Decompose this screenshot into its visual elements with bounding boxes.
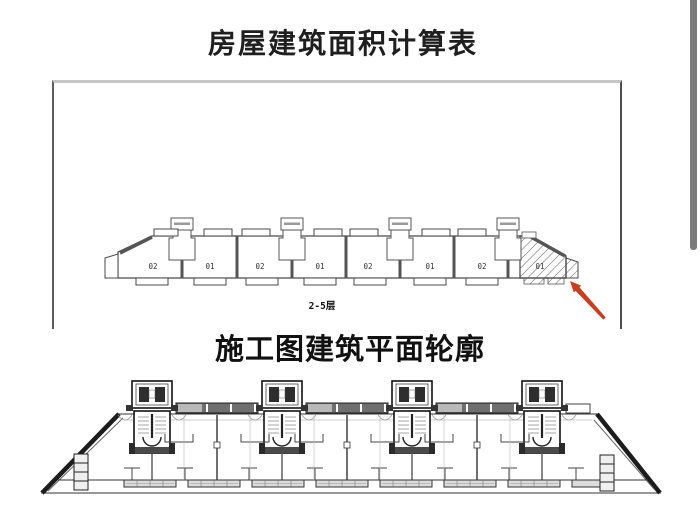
ladder-icon (599, 454, 615, 492)
page-title: 房屋建筑面积计算表 (207, 28, 478, 59)
arrow-head (570, 281, 582, 293)
arrow-tail (575, 286, 606, 320)
floor-range-label: 2-5层 (309, 301, 336, 312)
top-balconies (153, 228, 487, 237)
figure-frame (52, 80, 622, 329)
unit-labels: 02 01 02 01 02 01 02 01 (148, 262, 544, 271)
unit-label: 01 (425, 262, 434, 271)
unit-label: 01 (535, 262, 544, 271)
simplified-floor-plan: 02 01 02 01 02 01 02 01 2-5层 (104, 216, 579, 312)
party-walls (235, 236, 456, 278)
annotation-arrow-icon (570, 281, 606, 320)
unit-label: 01 (315, 262, 324, 271)
unit-label: 02 (148, 262, 157, 271)
scrollbar-thumb[interactable] (690, 0, 697, 250)
ladder-icon (73, 453, 89, 491)
building-outline (40, 412, 662, 495)
bottom-balconies (135, 277, 499, 286)
highlighted-unit-area (519, 231, 567, 285)
construction-floor-plan (40, 379, 662, 495)
interior-partitions (124, 414, 584, 481)
unit-label: 02 (363, 262, 372, 271)
bottom-balcony-strips (123, 479, 609, 488)
figure-caption: 施工图建筑平面轮廓 (214, 334, 485, 366)
unit-label: 02 (477, 262, 486, 271)
unit-label: 02 (255, 262, 264, 271)
unit-label: 01 (205, 262, 214, 271)
